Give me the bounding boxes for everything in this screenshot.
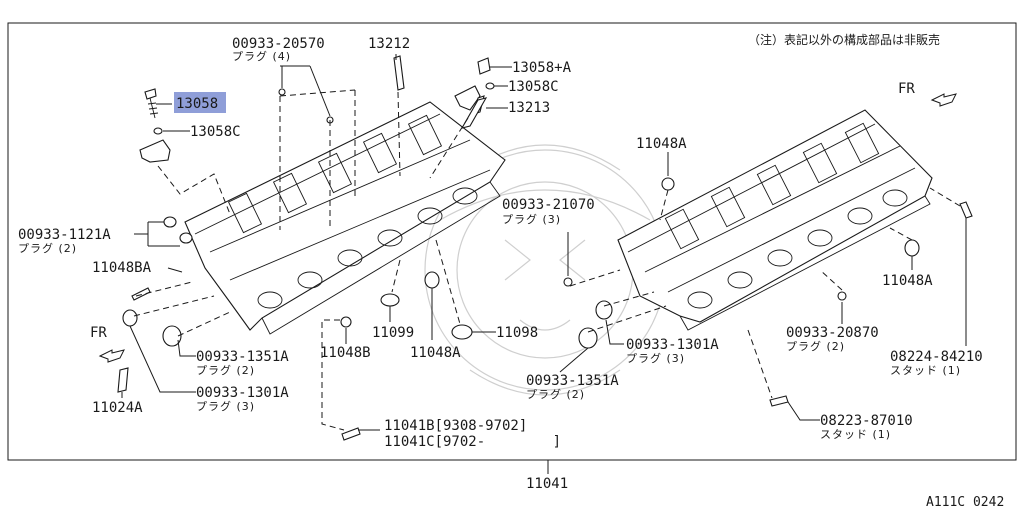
callout-11098[interactable]: 11098	[496, 325, 538, 341]
callout-11041[interactable]: 11041	[526, 476, 568, 492]
callout-11048b[interactable]: 11048B	[320, 345, 371, 361]
callout-00933-1301a-left-sub: プラグ (3)	[196, 399, 255, 413]
right-cylinder-head	[617, 109, 933, 331]
fr-indicator-right: FR	[898, 81, 957, 107]
selected-part-highlight	[174, 92, 226, 113]
callout-11041b[interactable]: 11041B[9308-9702]	[384, 418, 527, 434]
svg-text:FR: FR	[898, 81, 915, 97]
callout-00933-1351a-right[interactable]: 00933-1351A	[526, 373, 619, 389]
leader-lines	[121, 54, 967, 474]
callout-labels: 13058 13058C 00933-20570 プラグ (4) 13212 1…	[18, 36, 983, 492]
callout-13058-plus-a[interactable]: 13058+A	[512, 60, 572, 76]
callout-11048a-top[interactable]: 11048A	[636, 136, 687, 152]
callout-13058c-right[interactable]: 13058C	[508, 79, 559, 95]
callout-11048ba[interactable]: 11048BA	[92, 260, 152, 276]
callout-00933-1301a-right[interactable]: 00933-1301A	[626, 337, 719, 353]
callout-00933-21070-sub: プラグ (3)	[502, 212, 561, 226]
callout-11024a[interactable]: 11024A	[92, 400, 143, 416]
callout-08223-87010-sub: スタッド (1)	[820, 428, 891, 441]
callout-00933-1301a-right-sub: プラグ (3)	[626, 351, 685, 365]
callout-13213[interactable]: 13213	[508, 100, 550, 116]
callout-00933-20570[interactable]: 00933-20570	[232, 36, 325, 52]
callout-08223-87010[interactable]: 08223-87010	[820, 413, 913, 429]
callout-11048a-mid[interactable]: 11048A	[410, 345, 461, 361]
callout-11041c[interactable]: 11041C[9702- ]	[384, 434, 561, 450]
callout-11048a-right[interactable]: 11048A	[882, 273, 933, 289]
callout-13058[interactable]: 13058	[176, 96, 218, 112]
callout-00933-1121a-sub: プラグ (2)	[18, 241, 77, 255]
catalog-code: A111C 0242	[926, 495, 1004, 510]
callout-13212[interactable]: 13212	[368, 36, 410, 52]
callout-00933-20870[interactable]: 00933-20870	[786, 325, 879, 341]
callout-00933-20570-sub: プラグ (4)	[232, 49, 291, 63]
callout-00933-21070[interactable]: 00933-21070	[502, 197, 595, 213]
callout-00933-20870-sub: プラグ (2)	[786, 339, 845, 353]
callout-00933-1351a-left[interactable]: 00933-1351A	[196, 349, 289, 365]
assembly-lines	[133, 89, 961, 431]
callout-00933-1351a-right-sub: プラグ (2)	[526, 387, 585, 401]
non-sale-note: （注）表記以外の構成部品は非販売	[748, 32, 940, 47]
callout-00933-1351a-left-sub: プラグ (2)	[196, 363, 255, 377]
fr-indicator-left: FR	[90, 325, 125, 363]
callout-11099[interactable]: 11099	[372, 325, 414, 341]
diagram-frame	[7, 22, 1017, 461]
callout-08224-84210[interactable]: 08224-84210	[890, 349, 983, 365]
svg-text:FR: FR	[90, 325, 107, 341]
callout-00933-1301a-left[interactable]: 00933-1301A	[196, 385, 289, 401]
callout-00933-1121a[interactable]: 00933-1121A	[18, 227, 111, 243]
callout-08224-84210-sub: スタッド (1)	[890, 364, 961, 377]
callout-13058c-left[interactable]: 13058C	[190, 124, 241, 140]
